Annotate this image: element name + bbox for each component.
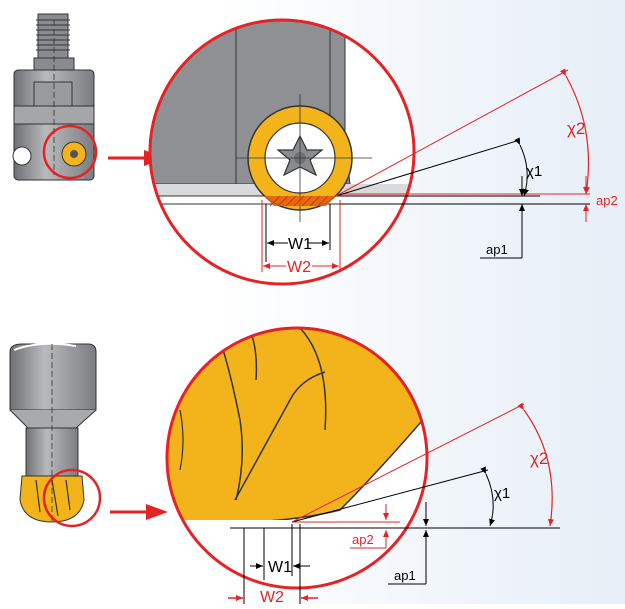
bottom-chi2-label: χ2 xyxy=(530,449,548,468)
bottom-chi1-label: χ1 xyxy=(494,485,510,502)
top-section: χ1 χ2 ap2 ap1 W1 W2 xyxy=(12,13,618,286)
bottom-magnified-view xyxy=(165,326,429,590)
bottom-pointer-arrow xyxy=(110,504,168,520)
bottom-detail-marker xyxy=(42,468,102,528)
top-reference-lines xyxy=(335,69,590,205)
bottom-section: χ1 χ2 ap2 ap1 W1 W2 xyxy=(9,326,560,606)
bottom-reference-lines xyxy=(230,403,560,529)
bottom-ap1-label: ap1 xyxy=(394,568,416,583)
ball-nose-tool xyxy=(9,342,97,523)
top-w2-label: W2 xyxy=(287,259,311,276)
bottom-ap2-label: ap2 xyxy=(352,532,374,547)
face-mill-tool xyxy=(12,13,95,181)
top-chi2-label: χ2 xyxy=(567,119,585,138)
top-magnified-view xyxy=(148,18,416,286)
bottom-w2-label: W2 xyxy=(260,589,284,604)
top-w1-label: W1 xyxy=(288,236,312,253)
top-detail-marker xyxy=(42,124,98,180)
top-ap2-label: ap2 xyxy=(596,193,618,208)
top-chi1-label: χ1 xyxy=(526,163,542,180)
bottom-w1-label: W1 xyxy=(268,559,292,576)
top-ap1-label: ap1 xyxy=(486,242,508,257)
